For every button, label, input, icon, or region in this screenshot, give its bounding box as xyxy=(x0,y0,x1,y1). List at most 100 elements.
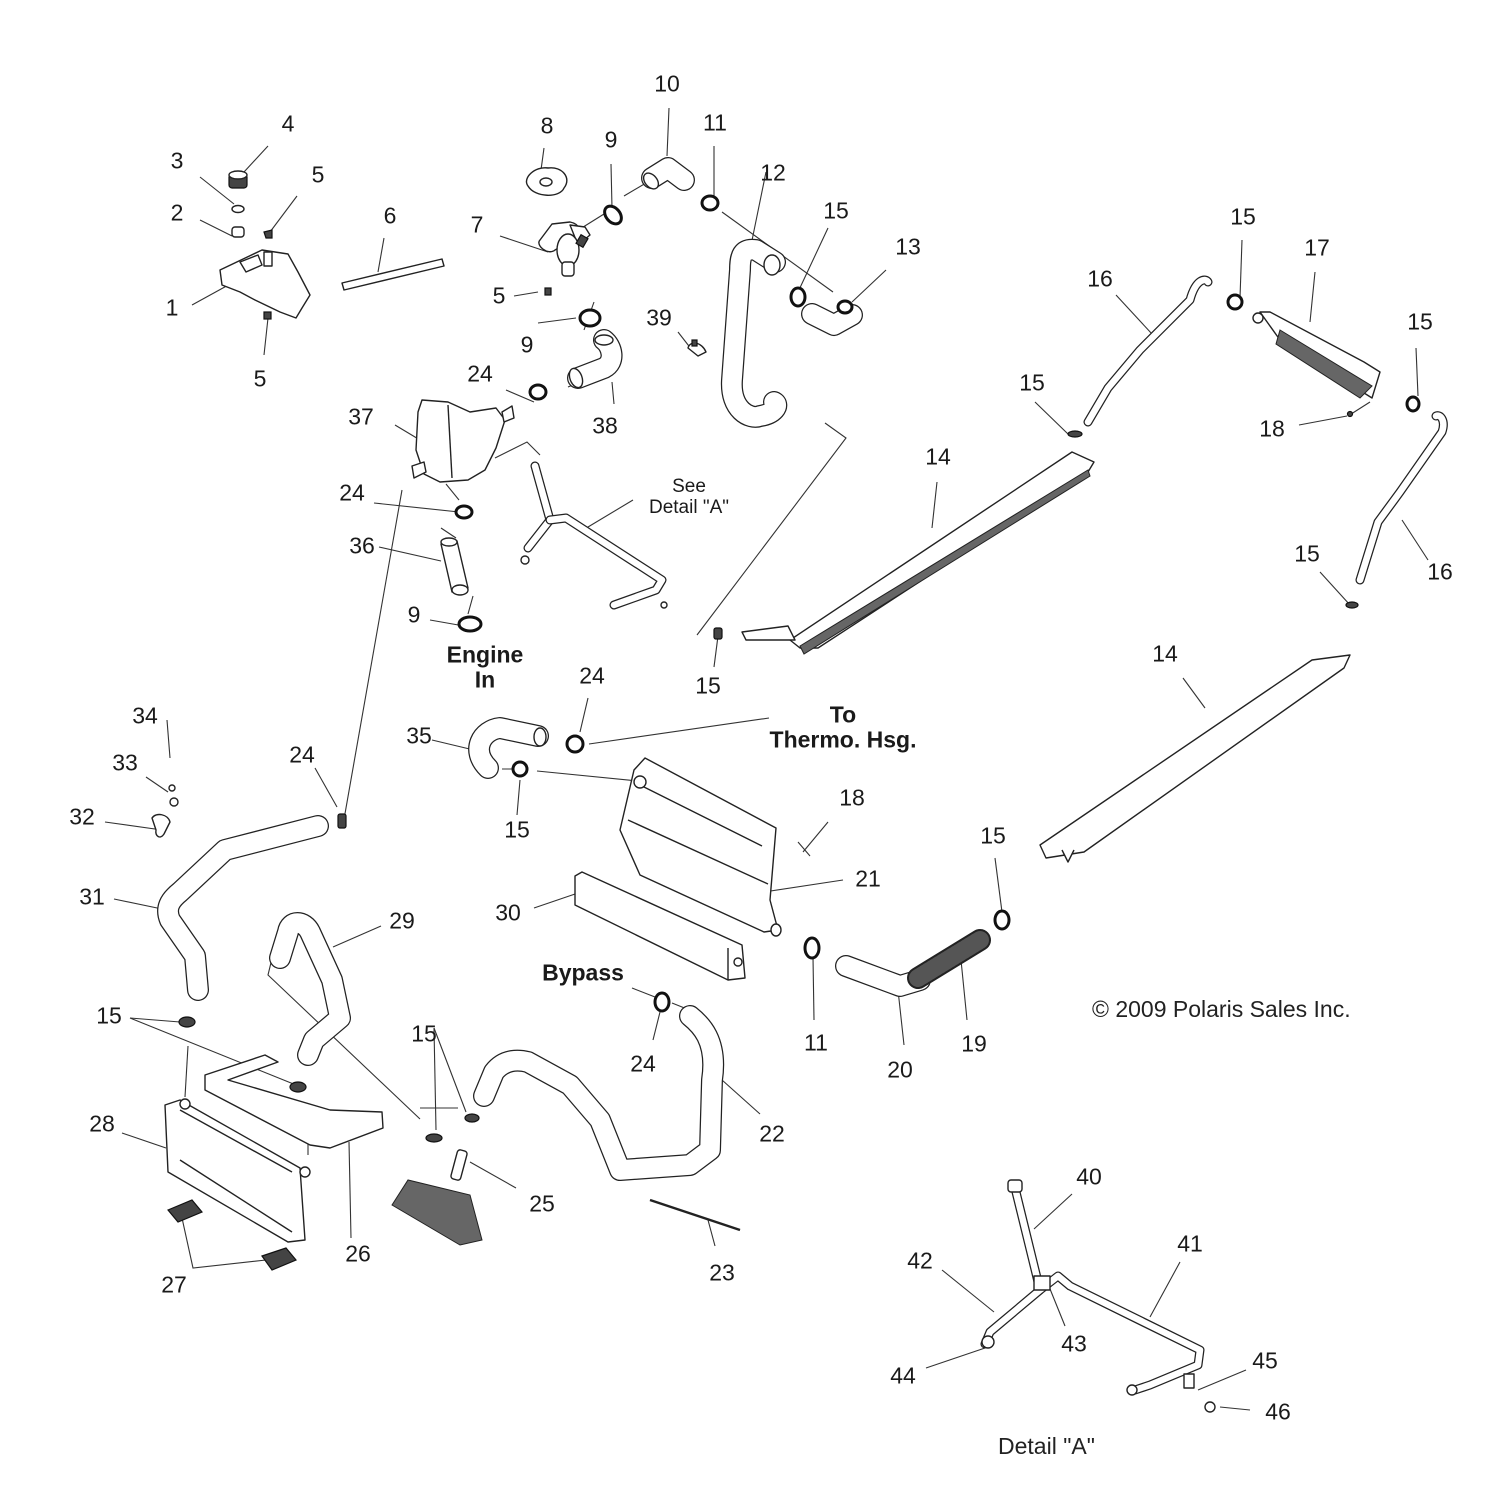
callout-27: 27 xyxy=(161,1271,187,1298)
callout-15: 15 xyxy=(504,816,530,843)
callout-42: 42 xyxy=(907,1247,933,1274)
part-hose-10 xyxy=(641,157,695,191)
note-bypass: Bypass xyxy=(542,959,624,986)
callout-15: 15 xyxy=(980,822,1006,849)
callout-26: 26 xyxy=(345,1240,371,1267)
part-oil-cooler-28 xyxy=(164,1098,311,1243)
callout-40: 40 xyxy=(1076,1163,1102,1190)
callout-34: 34 xyxy=(132,702,158,729)
part-clip-39 xyxy=(687,339,707,357)
callout-8: 8 xyxy=(540,112,554,139)
part-clamp-13 xyxy=(836,299,854,315)
callout-5: 5 xyxy=(492,282,506,309)
callout-2: 2 xyxy=(170,199,184,226)
part-seal-2 xyxy=(231,226,245,238)
callout-24: 24 xyxy=(630,1050,656,1077)
callout-6: 6 xyxy=(383,202,397,229)
part-clamp-15-hose19 xyxy=(993,909,1011,931)
part-hose-31 xyxy=(157,815,329,1001)
part-fastener-5b xyxy=(263,311,272,320)
callout-4: 4 xyxy=(281,110,295,137)
callout-29: 29 xyxy=(389,907,415,934)
part-detail-a-assembly-large xyxy=(980,1179,1216,1413)
callout-24: 24 xyxy=(579,662,605,689)
callout-15: 15 xyxy=(695,672,721,699)
part-clamp-9a xyxy=(603,204,623,226)
part-hose-36 xyxy=(440,537,469,596)
part-grommet-15-oil-b xyxy=(289,1081,307,1093)
callout-5: 5 xyxy=(253,365,267,392)
part-clamp-15-small-a xyxy=(1067,430,1083,438)
callout-14: 14 xyxy=(1152,640,1178,667)
callout-30: 30 xyxy=(495,899,521,926)
callout-3: 3 xyxy=(170,147,184,174)
part-clamp-24e xyxy=(653,991,671,1013)
callout-15: 15 xyxy=(411,1020,437,1047)
callout-35: 35 xyxy=(406,722,432,749)
part-screw-18a xyxy=(1346,410,1354,418)
part-hose-35 xyxy=(468,717,549,779)
callout-11: 11 xyxy=(804,1029,828,1056)
callout-41: 41 xyxy=(1177,1230,1203,1257)
callout-31: 31 xyxy=(79,883,105,910)
part-clamp-15-top xyxy=(1226,293,1244,311)
callout-24: 24 xyxy=(339,479,365,506)
part-nut-34 xyxy=(168,784,176,792)
part-reservoir xyxy=(411,399,515,483)
part-pads-27 xyxy=(167,1199,297,1271)
callout-9: 9 xyxy=(520,331,534,358)
note-see-detail-a: See Detail "A" xyxy=(648,476,730,518)
part-clamp-24b xyxy=(454,504,474,520)
callout-33: 33 xyxy=(112,749,138,776)
leader-lines xyxy=(104,107,1429,1411)
callout-9: 9 xyxy=(407,601,421,628)
callout-19: 19 xyxy=(961,1030,987,1057)
callout-21: 21 xyxy=(855,865,881,892)
part-filler-neck-bracket xyxy=(219,249,311,319)
callout-15: 15 xyxy=(1230,203,1256,230)
part-cooler-25 xyxy=(391,1113,483,1246)
callout-23: 23 xyxy=(709,1259,735,1286)
part-clamp-15a xyxy=(789,286,807,308)
part-clamp-11b xyxy=(803,936,821,960)
callout-15: 15 xyxy=(823,197,849,224)
part-clamp-9c xyxy=(457,615,483,633)
part-fastener-5 xyxy=(263,229,273,239)
callout-37: 37 xyxy=(348,403,374,430)
part-grommet-15-oil-a xyxy=(178,1016,196,1028)
callout-15: 15 xyxy=(96,1002,122,1029)
part-tube-16-upper xyxy=(1083,275,1213,427)
part-radiator-side-14-lower xyxy=(1039,654,1351,863)
callout-10: 10 xyxy=(654,70,680,97)
note-to-thermo-housing: To Thermo. Hsg. xyxy=(769,701,917,753)
part-tie-23 xyxy=(649,1198,741,1232)
part-hose-13 xyxy=(801,303,863,336)
callout-13: 13 xyxy=(895,233,921,260)
part-hose-22 xyxy=(473,1005,725,1181)
copyright-notice: © 2009 Polaris Sales Inc. xyxy=(1092,996,1351,1022)
callout-1: 1 xyxy=(165,294,179,321)
part-tube-16-lower xyxy=(1355,411,1448,585)
callout-24: 24 xyxy=(467,360,493,387)
callout-17: 17 xyxy=(1304,234,1330,261)
part-fastener-5c xyxy=(544,287,552,296)
part-detail-a-assembly-small xyxy=(520,461,668,610)
part-tube-6 xyxy=(341,258,445,291)
callout-45: 45 xyxy=(1252,1347,1278,1374)
part-clamp-24c xyxy=(565,734,585,754)
detail-a-title: Detail "A" xyxy=(998,1433,1095,1459)
part-hose-19 xyxy=(907,929,991,989)
part-washer-33 xyxy=(169,797,179,807)
callout-16: 16 xyxy=(1087,265,1113,292)
callout-9: 9 xyxy=(604,126,618,153)
callout-11: 11 xyxy=(703,109,727,136)
note-engine-in: Engine In xyxy=(446,641,524,693)
callout-46: 46 xyxy=(1265,1398,1291,1425)
part-bracket-26 xyxy=(204,1054,384,1149)
part-clamp-15-hose35 xyxy=(511,760,529,778)
part-cap-8 xyxy=(525,167,568,196)
callout-14: 14 xyxy=(925,443,951,470)
callout-32: 32 xyxy=(69,803,95,830)
callout-15: 15 xyxy=(1407,308,1433,335)
